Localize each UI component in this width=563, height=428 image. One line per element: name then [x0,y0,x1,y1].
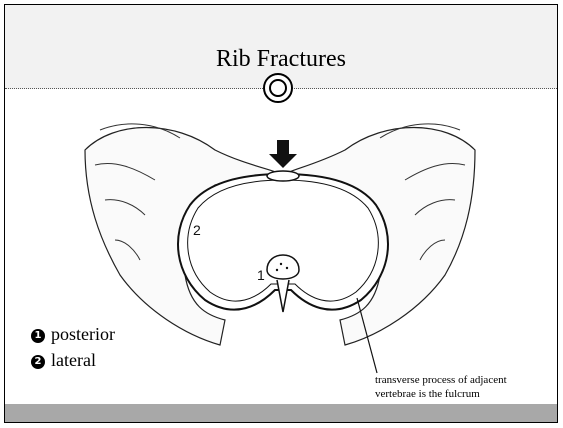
vertebra [267,255,299,279]
bullet-list: 1 posterior 2 lateral [31,321,115,373]
slide-title: Rib Fractures [5,46,557,73]
sternum [267,171,299,181]
bullet-item: 1 posterior [31,321,115,347]
bullet-item: 2 lateral [31,347,115,373]
bullet-marker: 2 [31,355,45,369]
fulcrum-callout: transverse process of adjacent vertebrae… [375,373,545,401]
label-2: 2 [193,222,201,238]
spinous-process [277,280,289,312]
bullet-text: posterior [51,324,115,344]
footer-bar [5,404,557,422]
pressure-arrow-icon [269,140,297,168]
bullet-text: lateral [51,350,96,370]
slide-frame: Rib Fractures 2 1 1 posterior 2 lateral tr… [4,4,558,423]
bullet-marker: 1 [31,329,45,343]
label-1: 1 [257,267,265,283]
